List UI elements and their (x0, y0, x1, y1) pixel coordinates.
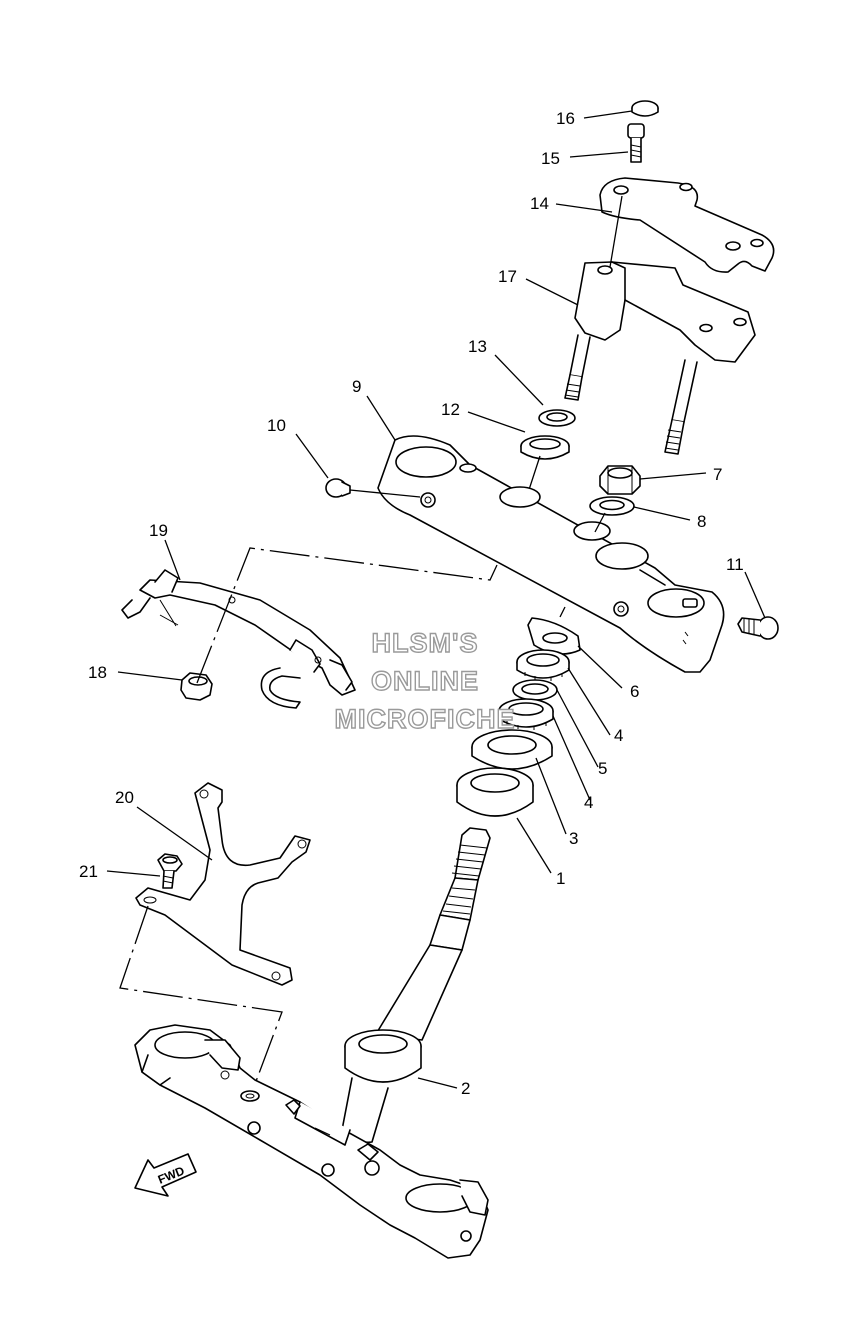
callout-labels: 1 2 3 4 4 5 6 7 8 9 10 11 12 13 14 15 16… (79, 109, 744, 1098)
part-13-washer (538, 409, 576, 427)
callout-11: 11 (726, 555, 744, 574)
watermark: HLSM'S ONLINE MICROFICHE (334, 627, 516, 734)
watermark-line-1: HLSM'S (372, 628, 479, 658)
callout-10: 10 (267, 416, 286, 435)
alignment-line-10 (349, 489, 421, 498)
callout-9: 9 (352, 377, 361, 396)
leader-lines (106, 110, 766, 1089)
part-20-bracket (135, 782, 311, 986)
callout-15: 15 (541, 149, 560, 168)
callout-2: 2 (461, 1079, 470, 1098)
watermark-line-3: MICROFICHE (335, 704, 516, 734)
callout-5: 5 (598, 759, 607, 778)
callout-19: 19 (149, 521, 168, 540)
part-19-bracket (121, 569, 356, 709)
callout-8: 8 (697, 512, 706, 531)
callout-3: 3 (569, 829, 578, 848)
part-15-bolt (627, 123, 645, 163)
watermark-line-2: ONLINE (371, 666, 479, 696)
callout-1: 1 (556, 869, 565, 888)
callout-17: 17 (498, 267, 517, 286)
part-8-washer (589, 496, 635, 516)
fwd-direction-arrow-icon: FWD (134, 1153, 197, 1197)
part-21-bolt (157, 853, 183, 889)
callout-7: 7 (713, 465, 722, 484)
callout-4-lower: 4 (584, 793, 593, 812)
reference-line-19-9 (196, 547, 498, 684)
callout-16: 16 (556, 109, 575, 128)
alignment-line-6 (559, 606, 566, 618)
part-3-bearing-cover (471, 729, 553, 770)
part-10-plug (325, 478, 351, 498)
part-6-lock-washer (527, 617, 581, 655)
part-17-handlebar-holder-lower (564, 261, 756, 455)
part-12-damper (520, 435, 570, 460)
callout-13: 13 (468, 337, 487, 356)
alignment-line-14-17 (609, 195, 623, 268)
part-4-ring-nut-upper (516, 649, 570, 681)
part-9-upper-bracket (377, 435, 725, 673)
part-4-ring-nut-lower (498, 698, 554, 730)
part-5-rubber-washer (512, 679, 558, 701)
part-14-handlebar-holder-upper (599, 177, 775, 273)
callout-14: 14 (530, 194, 549, 213)
part-18-nut (180, 672, 213, 701)
callout-18: 18 (88, 663, 107, 682)
callout-20: 20 (115, 788, 134, 807)
callout-12: 12 (441, 400, 460, 419)
reference-line-20-under-bracket (119, 905, 283, 1093)
part-11-pinch-bolt (737, 616, 779, 640)
callout-4-upper: 4 (614, 726, 623, 745)
part-1-bearing (456, 767, 534, 817)
part-7-steering-nut (599, 465, 641, 495)
part-2-steering-stem-assembly (134, 827, 491, 1259)
part-16-cap (631, 100, 659, 117)
callout-6: 6 (630, 682, 639, 701)
alignment-line-7-8 (594, 512, 606, 533)
callout-21: 21 (79, 862, 98, 881)
